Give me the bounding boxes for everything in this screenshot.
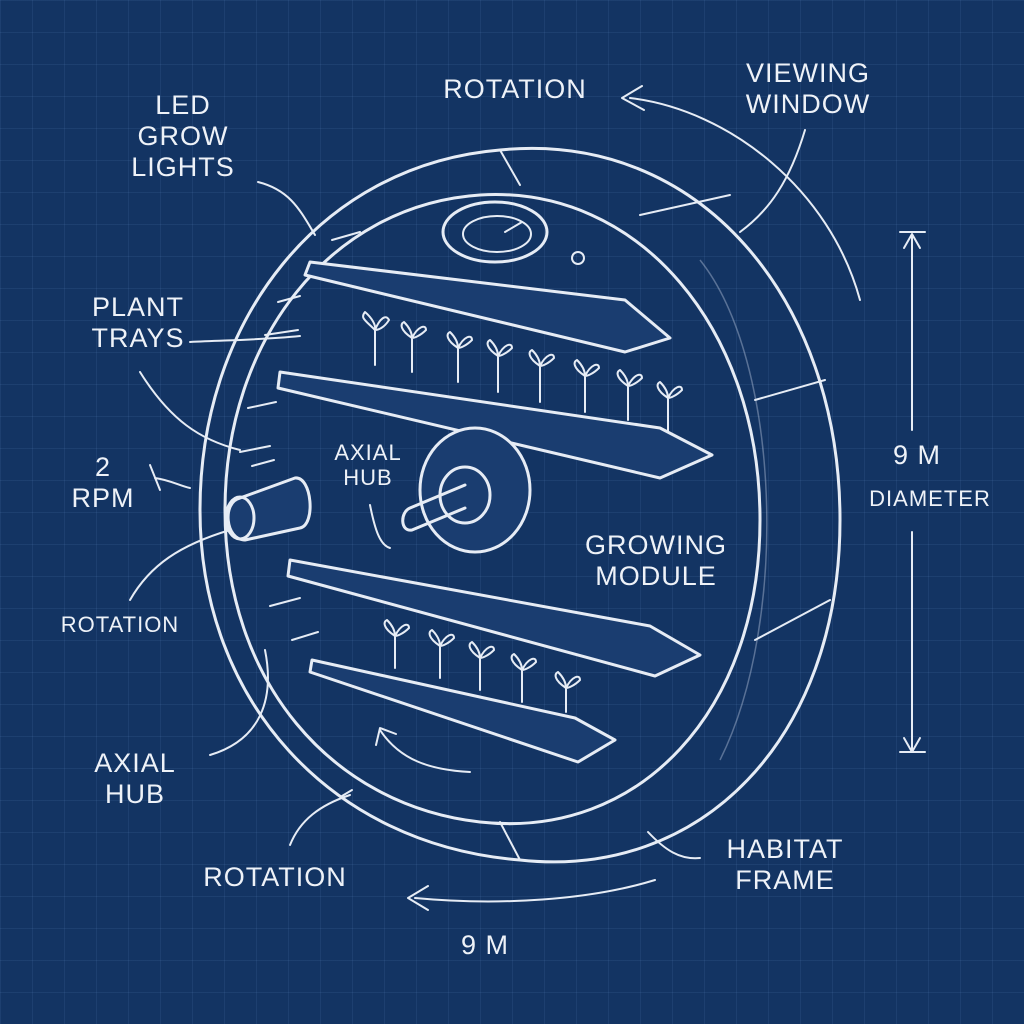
inner-rotation-arc [379, 729, 471, 773]
label-diameter: DIAMETER [869, 486, 991, 511]
plant-tray-top [276, 370, 714, 480]
label-rotation-top: ROTATION [443, 74, 587, 104]
diameter-dimension [899, 231, 926, 753]
label-habitat-frame: HABITAT FRAME [726, 834, 844, 896]
led-panel-bottom [286, 558, 702, 678]
label-diameter-value: 9 M [892, 440, 941, 470]
label-rpm: 2 RPM [71, 452, 135, 514]
bottom-rotation-arrowhead [407, 885, 429, 911]
viewing-window-outer [441, 200, 549, 264]
sprouts-upper [362, 311, 683, 433]
label-length-value: 9 M [460, 930, 509, 960]
label-growing-module: GROWING MODULE [585, 530, 727, 592]
left-hub-cylinder [226, 476, 312, 542]
drum-segment-2 [754, 379, 826, 401]
label-plant-trays: PLANT TRAYS [91, 292, 185, 354]
drum-segment-1 [639, 194, 731, 216]
viewing-window-inner [462, 215, 532, 253]
plant-trays-leader-1 [189, 335, 301, 343]
center-hub-axle [401, 483, 467, 532]
bolt [571, 251, 585, 265]
rpm-leader [154, 477, 191, 489]
inner-rotation-arrowhead [375, 727, 397, 746]
drum-shade-arc [699, 259, 768, 761]
bottom-rotation-arc [414, 879, 656, 903]
led-panel-top [303, 260, 672, 354]
drum-depth-top [499, 149, 521, 186]
left-hub-cap [224, 495, 256, 541]
axial-hub-center-leader [369, 504, 391, 549]
label-led-grow-lights: LED GROW LIGHTS [131, 90, 235, 183]
rotation-bottom-leader [289, 794, 351, 846]
rotation-left-leader [129, 529, 231, 601]
plant-trays-leader-2 [139, 371, 241, 451]
rotation-top-arrowhead [621, 85, 645, 111]
label-viewing-window: VIEWING WINDOW [745, 58, 871, 120]
rotation-top-arc [629, 97, 861, 301]
label-rotation-left: ROTATION [60, 612, 180, 637]
label-rotation-bottom: ROTATION [203, 862, 347, 892]
label-axial-hub-left: AXIAL HUB [94, 748, 176, 810]
viewing-window-leader [739, 129, 806, 233]
drum-segment-3 [754, 599, 831, 641]
plant-tray-bottom [308, 658, 617, 764]
axial-hub-left-leader [209, 649, 269, 756]
habitat-frame-leader [647, 831, 701, 860]
drum-depth-bottom [499, 821, 521, 861]
center-hub-disc [418, 426, 532, 554]
viewing-window-glare [504, 221, 523, 233]
label-axial-hub-center: AXIAL HUB [334, 440, 402, 491]
sprouts-lower [383, 619, 581, 713]
drum-inner-rim [223, 193, 762, 826]
led-leader [257, 181, 316, 236]
interior-dashes [239, 231, 361, 797]
drum-outer-rim [198, 147, 842, 864]
